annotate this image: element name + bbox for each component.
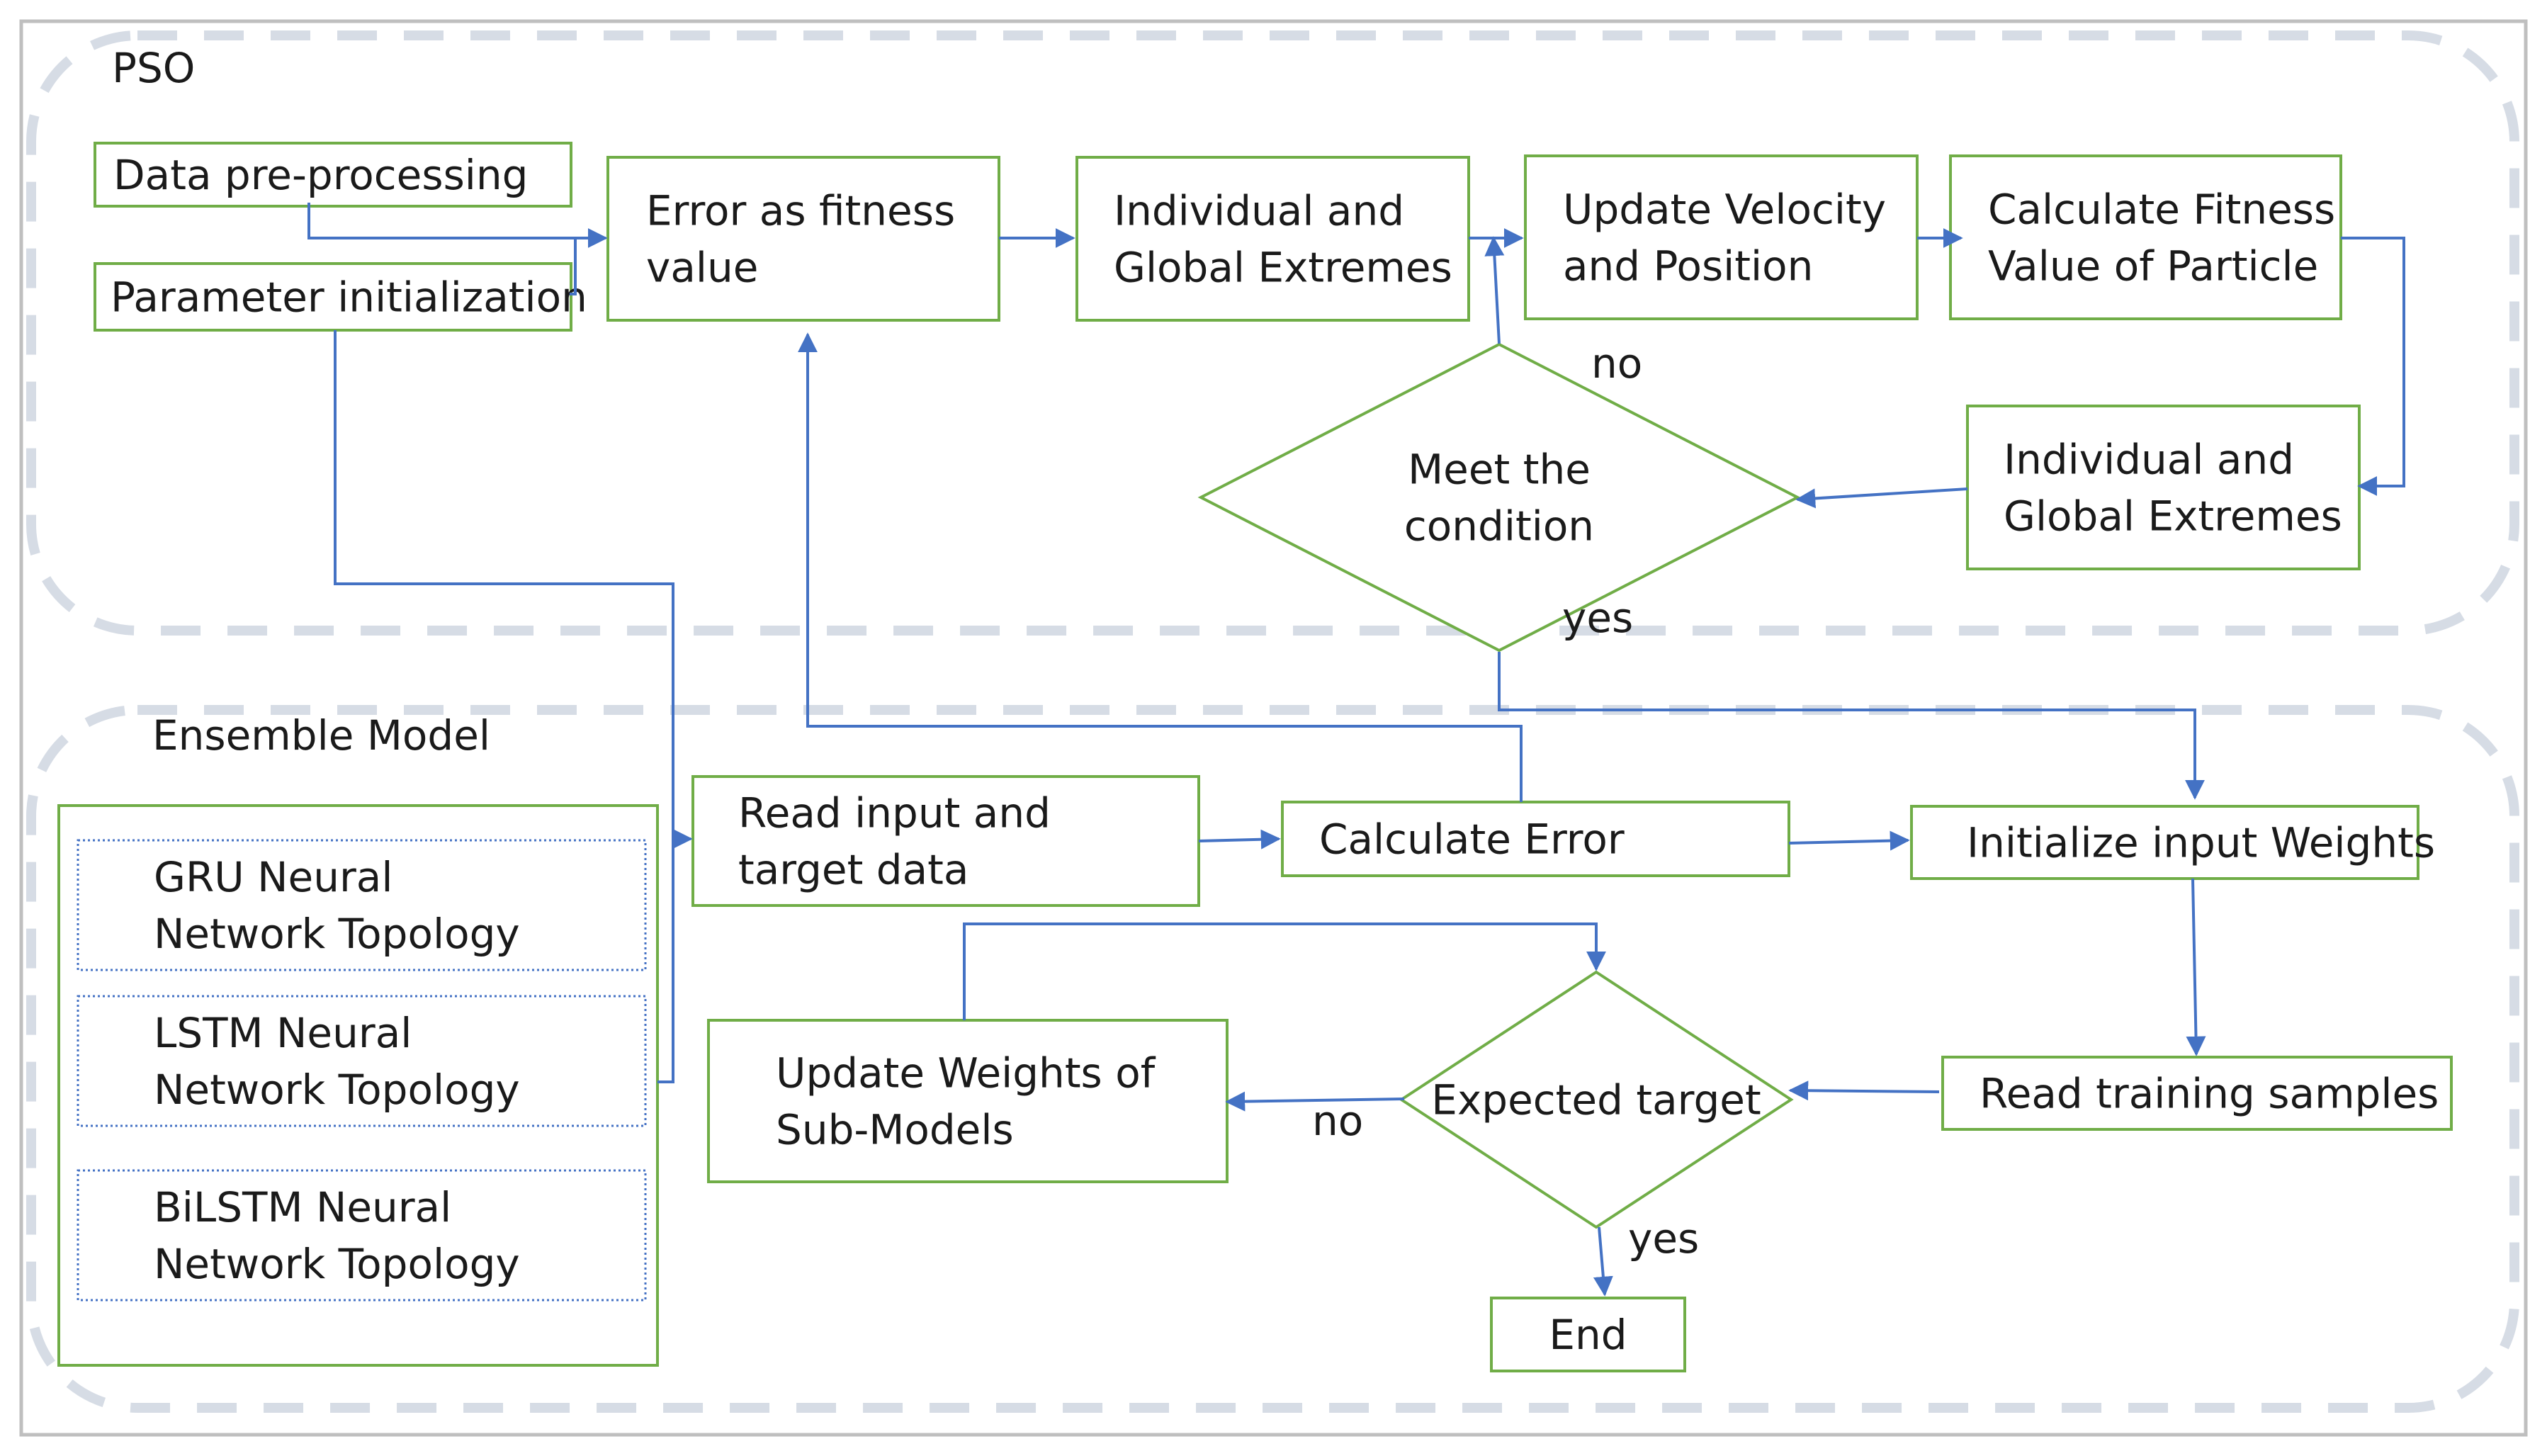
error-fitness-label-line: value xyxy=(646,243,758,291)
calculate-error-shape xyxy=(1281,801,1790,877)
edge-update-weights-to-target xyxy=(963,922,1606,1020)
edge-topology-to-read-input xyxy=(657,839,674,1083)
read-training-shape xyxy=(1941,1056,2453,1131)
ensemble-region-border xyxy=(26,705,2519,1413)
edge-preprocessing-to-fitness xyxy=(307,203,608,248)
end-label-line: End xyxy=(1549,1311,1627,1359)
edge-extremes-right-to-condition xyxy=(1795,487,1968,509)
extremes-right-label-line: Global Extremes xyxy=(2004,492,2342,540)
bilstm-topology-label-line: BiLSTM Neural xyxy=(154,1183,451,1231)
edge-read-training-to-target xyxy=(1788,1080,1940,1101)
gru-topology-shape xyxy=(77,839,647,971)
expected-target-label-line: Expected target xyxy=(1431,1076,1761,1124)
meet-condition-label-line: condition xyxy=(1404,502,1594,550)
meet-condition-shape xyxy=(1197,342,1801,653)
end-shape xyxy=(1490,1297,1686,1372)
expected-target-shape xyxy=(1399,970,1794,1229)
param-init-box: Parameter initialization xyxy=(94,262,587,332)
edge-calc-error-to-init-weights xyxy=(1788,830,1910,851)
extremes-top-label-line: Global Extremes xyxy=(1114,243,1452,291)
calc-fitness-shape xyxy=(1949,154,2342,320)
extremes-right-shape xyxy=(1966,405,2361,570)
read-input-shape xyxy=(691,775,1200,907)
target-no-label: no xyxy=(1312,1097,1363,1145)
update-weights-shape xyxy=(707,1019,1229,1183)
edge-calc-error-to-fitness xyxy=(798,332,1523,802)
calc-fitness-label-line: Value of Particle xyxy=(1988,242,2318,290)
read-input-label-line: Read input and xyxy=(738,789,1051,837)
target-yes-label: yes xyxy=(1628,1214,1699,1263)
expected-target-decision: Expected target xyxy=(1399,970,1794,1229)
update-velocity-shape xyxy=(1524,154,1919,320)
calculate-error-box: Calculate Error xyxy=(1281,801,1790,877)
extremes-top-shape xyxy=(1075,156,1470,322)
bilstm-topology-label-line: Network Topology xyxy=(154,1240,520,1288)
edge-fitness-calc-to-extremes-right xyxy=(2341,237,2405,496)
extremes-right-label-line: Individual and xyxy=(2004,435,2294,483)
end-box: End xyxy=(1490,1297,1686,1372)
init-weights-label-line: Initialize input Weights xyxy=(1967,818,2435,867)
init-weights-box: Initialize input Weights xyxy=(1910,805,2435,880)
update-weights-label-line: Sub-Models xyxy=(776,1105,1014,1153)
read-training-box: Read training samples xyxy=(1941,1056,2453,1131)
read-training-label-line: Read training samples xyxy=(1980,1069,2439,1117)
pso-region-title: PSO xyxy=(112,44,195,92)
edge-param-init-to-fitness xyxy=(570,238,577,295)
pso-region-border xyxy=(26,30,2519,636)
update-velocity-label-line: Update Velocity xyxy=(1563,185,1886,233)
data-preprocessing-label-line: Data pre-processing xyxy=(113,151,529,199)
data-preprocessing-box: Data pre-processing xyxy=(94,142,572,208)
edge-labels: no yes no yes xyxy=(1312,339,1699,1263)
gru-topology-label-line: Network Topology xyxy=(154,910,520,958)
update-weights-box: Update Weights of Sub-Models xyxy=(707,1019,1229,1183)
gru-topology-label-line: GRU Neural xyxy=(154,853,393,901)
calc-fitness-label-line: Calculate Fitness xyxy=(1988,185,2335,233)
condition-no-label: no xyxy=(1591,339,1642,388)
data-preprocessing-shape xyxy=(94,142,572,208)
meet-condition-decision: Meet the condition xyxy=(1197,342,1801,653)
extremes-top-label-line: Individual and xyxy=(1114,186,1404,235)
bilstm-topology-shape xyxy=(77,1169,647,1302)
update-velocity-label-line: and Position xyxy=(1563,242,1813,290)
lstm-topology-label-line: LSTM Neural xyxy=(154,1009,412,1057)
error-fitness-box: Error as fitness value xyxy=(606,156,1000,322)
lstm-topology-shape xyxy=(77,995,647,1127)
edge-read-input-to-calc-error xyxy=(1198,829,1281,850)
edge-condition-yes-to-init-weights xyxy=(1498,652,2205,800)
edge-target-no-to-update-weights xyxy=(1225,1091,1405,1112)
param-init-label-line: Parameter initialization xyxy=(111,273,587,321)
read-input-label-line: target data xyxy=(738,845,968,893)
edge-target-yes-to-end xyxy=(1593,1226,1613,1297)
error-fitness-shape xyxy=(606,156,1000,322)
update-velocity-box: Update Velocity and Position xyxy=(1524,154,1919,320)
param-init-shape xyxy=(94,262,572,332)
read-input-box: Read input and target data xyxy=(691,775,1200,907)
edge-condition-no-to-velocity xyxy=(1484,236,1505,344)
pso-region: PSO xyxy=(26,30,2519,636)
condition-yes-label: yes xyxy=(1562,594,1633,642)
edge-init-weights-to-read-training xyxy=(2186,878,2206,1056)
error-fitness-label-line: Error as fitness xyxy=(646,186,955,235)
calculate-error-label-line: Calculate Error xyxy=(1319,815,1625,863)
update-weights-label-line: Update Weights of xyxy=(776,1049,1156,1097)
ensemble-region-title: Ensemble Model xyxy=(152,711,490,760)
meet-condition-label-line: Meet the xyxy=(1408,445,1591,493)
init-weights-shape xyxy=(1910,805,2419,880)
lstm-topology-label-line: Network Topology xyxy=(154,1066,520,1114)
ensemble-region: Ensemble Model xyxy=(26,705,2519,1413)
edge-param-init-to-read-input xyxy=(334,330,693,849)
edges-layer xyxy=(307,203,2405,1297)
